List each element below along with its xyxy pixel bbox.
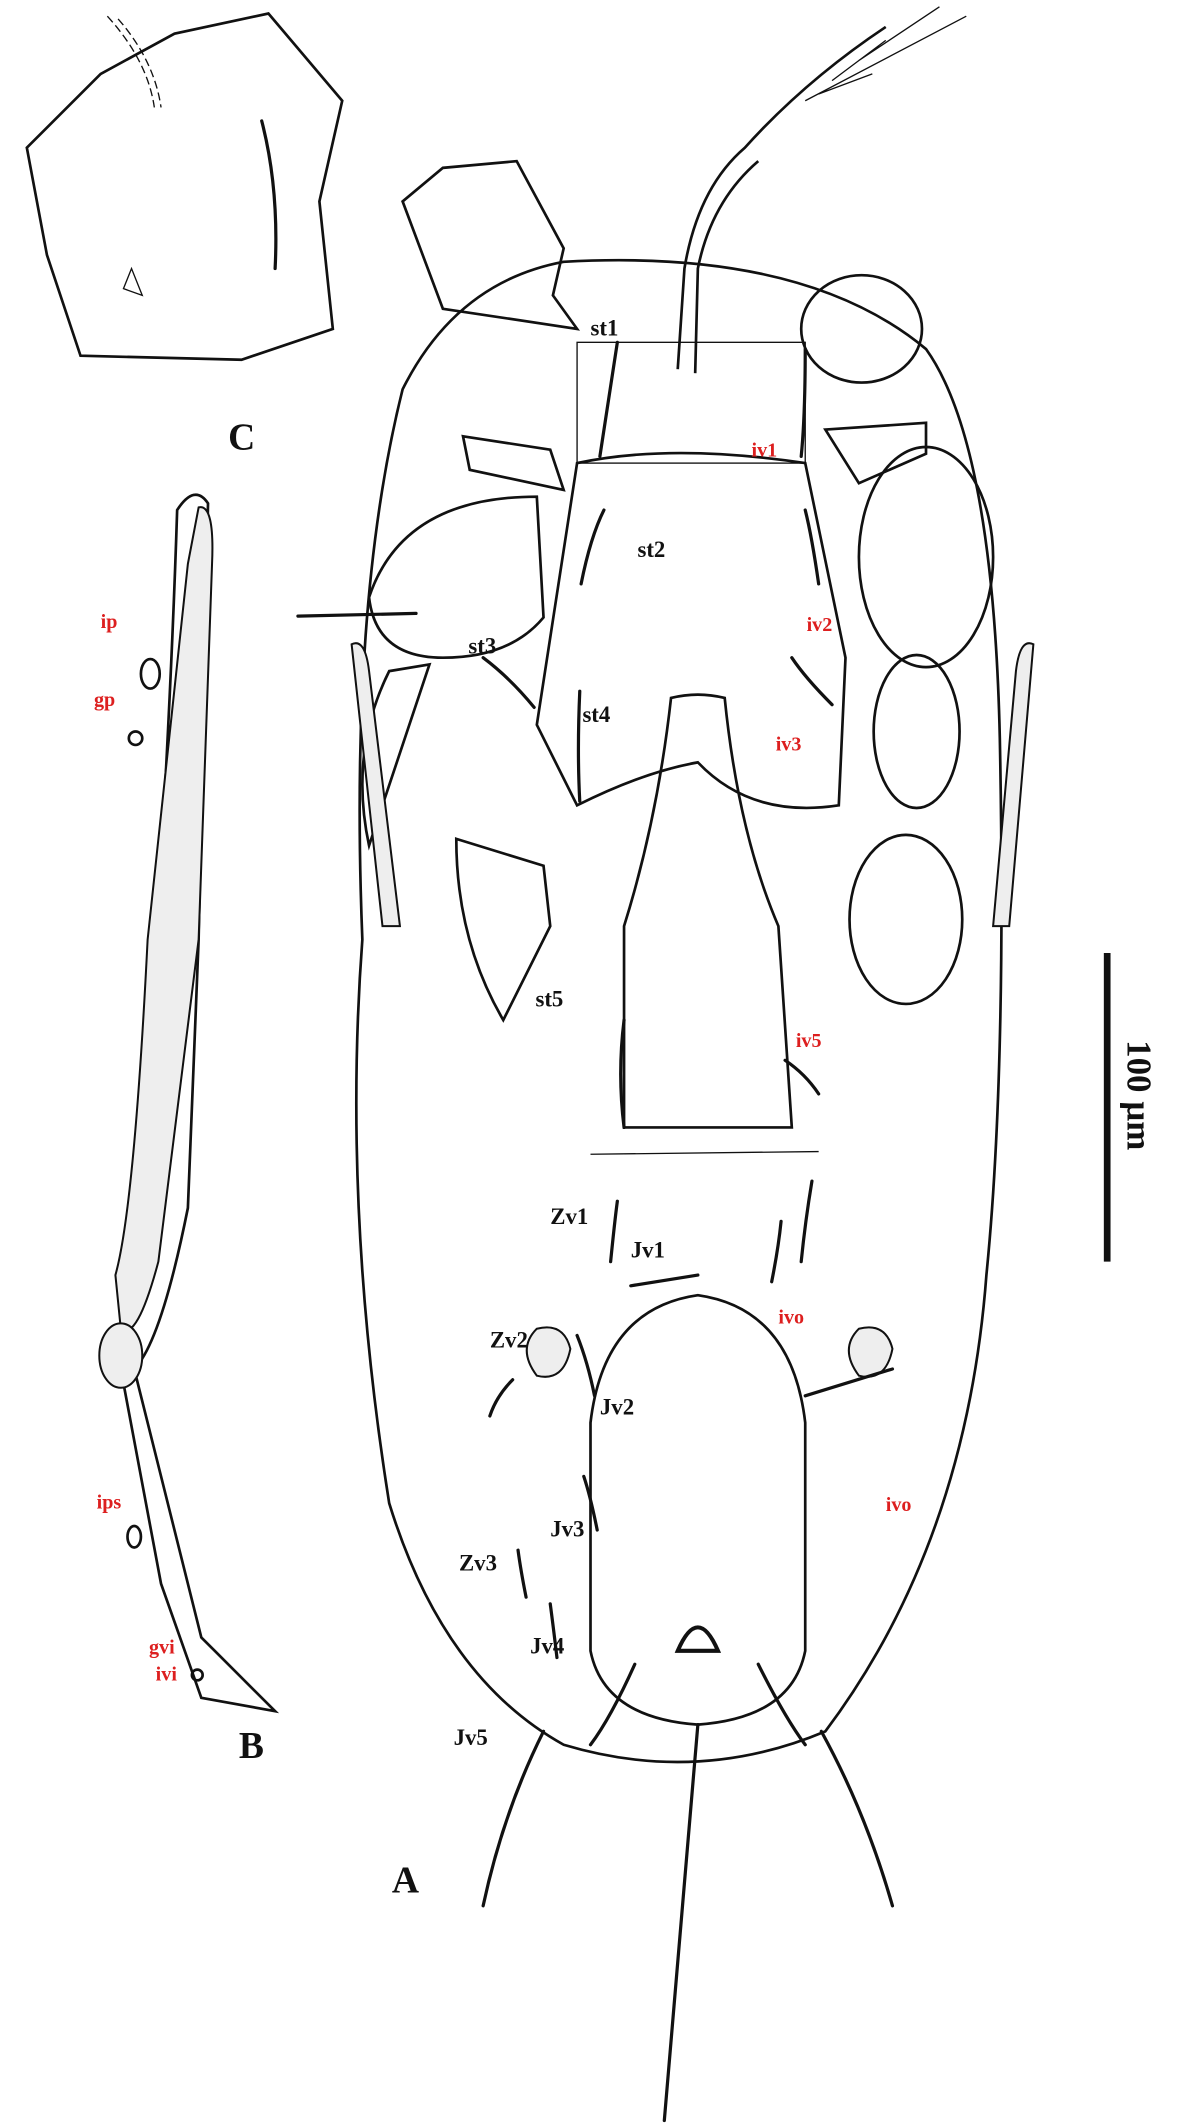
label-st1: st1 [591, 316, 619, 341]
label-Jv5: Jv5 [454, 1725, 488, 1750]
panel-label-a: A [392, 1860, 419, 1901]
scale-bar-label: 100 µm [1119, 1040, 1158, 1150]
label-iv3: iv3 [776, 733, 802, 755]
label-Jv1: Jv1 [631, 1238, 665, 1263]
label-Zv2: Zv2 [490, 1328, 528, 1353]
label-iv5: iv5 [796, 1030, 822, 1052]
label-st2: st2 [637, 537, 665, 562]
panel-label-c: C [228, 418, 255, 459]
label-Jv2: Jv2 [600, 1395, 634, 1420]
label-iv2: iv2 [807, 614, 833, 636]
label-ivi: ivi [156, 1663, 178, 1685]
label-Jv3: Jv3 [550, 1517, 584, 1542]
panel-b-drawing [98, 493, 280, 1714]
label-Zv1: Zv1 [550, 1204, 588, 1229]
label-ip: ip [101, 611, 118, 633]
panel-c-drawing [25, 12, 344, 362]
label-gvi: gvi [149, 1637, 175, 1659]
label-ivo-1: ivo [778, 1306, 804, 1328]
label-ips: ips [97, 1492, 122, 1514]
label-Jv4: Jv4 [530, 1634, 564, 1659]
label-ivo-2: ivo [886, 1494, 912, 1516]
panel-a-drawing [296, 6, 1035, 2123]
label-st4: st4 [582, 702, 610, 727]
label-iv1: iv1 [752, 439, 778, 461]
label-st3: st3 [468, 634, 496, 659]
panel-label-b: B [239, 1726, 264, 1767]
label-gp: gp [94, 689, 115, 711]
label-Zv3: Zv3 [459, 1550, 497, 1575]
label-st5: st5 [535, 987, 563, 1012]
